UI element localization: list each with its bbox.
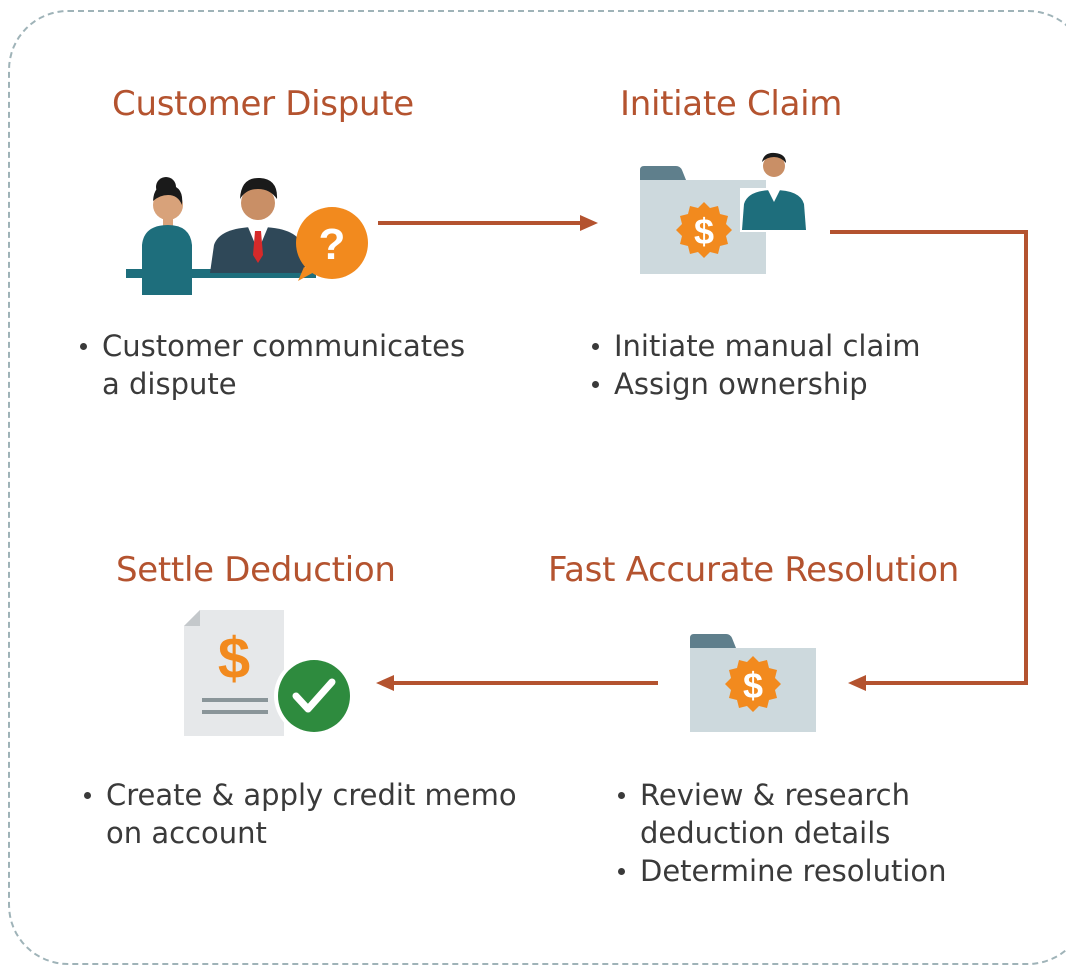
customer-dispute-title: Customer Dispute bbox=[112, 84, 414, 124]
bullet-item: Customer communicates bbox=[78, 327, 465, 365]
settle-deduction-title: Settle Deduction bbox=[116, 550, 396, 590]
bullet-item: Review & research bbox=[616, 776, 947, 814]
claim-folder-icon: $ bbox=[640, 152, 810, 274]
svg-text:$: $ bbox=[743, 665, 763, 706]
svg-text:$: $ bbox=[694, 211, 714, 252]
bullet-text: Assign ownership bbox=[614, 367, 868, 401]
bullet-continuation: on account bbox=[82, 814, 517, 852]
initiate-claim-bullets: Initiate manual claim Assign ownership bbox=[590, 327, 921, 403]
fast-resolution-bullets: Review & research deduction details Dete… bbox=[616, 776, 947, 890]
initiate-claim-title: Initiate Claim bbox=[620, 84, 843, 124]
arrow-dispute-to-claim bbox=[378, 215, 598, 231]
bullet-text: Review & research bbox=[640, 778, 910, 812]
check-document-icon: $ bbox=[184, 610, 354, 736]
dashed-frame bbox=[8, 10, 1066, 965]
dollar-folder-icon: $ bbox=[690, 634, 816, 732]
arrow-claim-to-resolution bbox=[830, 230, 1028, 691]
bullet-item: Create & apply credit memo bbox=[82, 776, 517, 814]
bullet-text: Create & apply credit memo bbox=[106, 778, 517, 812]
bullet-item: Assign ownership bbox=[590, 365, 921, 403]
bullet-text: Determine resolution bbox=[640, 854, 947, 888]
bullet-item: Initiate manual claim bbox=[590, 327, 921, 365]
arrow-resolution-to-settle bbox=[376, 675, 658, 691]
bullet-text: deduction details bbox=[640, 816, 891, 850]
customer-dispute-people-icon: ? bbox=[126, 177, 368, 295]
bullet-text: Initiate manual claim bbox=[614, 329, 921, 363]
fast-accurate-resolution-title: Fast Accurate Resolution bbox=[548, 550, 960, 590]
bullet-text: on account bbox=[106, 816, 267, 850]
bullet-item: Determine resolution bbox=[616, 852, 947, 890]
svg-text:$: $ bbox=[218, 626, 250, 691]
bullet-continuation: a dispute bbox=[78, 365, 465, 403]
bullet-text: Customer communicates bbox=[102, 329, 466, 363]
bullet-continuation: deduction details bbox=[616, 814, 947, 852]
settle-deduction-bullets: Create & apply credit memo on account bbox=[82, 776, 517, 852]
customer-dispute-bullets: Customer communicates a dispute bbox=[78, 327, 465, 403]
bullet-text: a dispute bbox=[102, 367, 237, 401]
svg-text:?: ? bbox=[319, 220, 346, 269]
